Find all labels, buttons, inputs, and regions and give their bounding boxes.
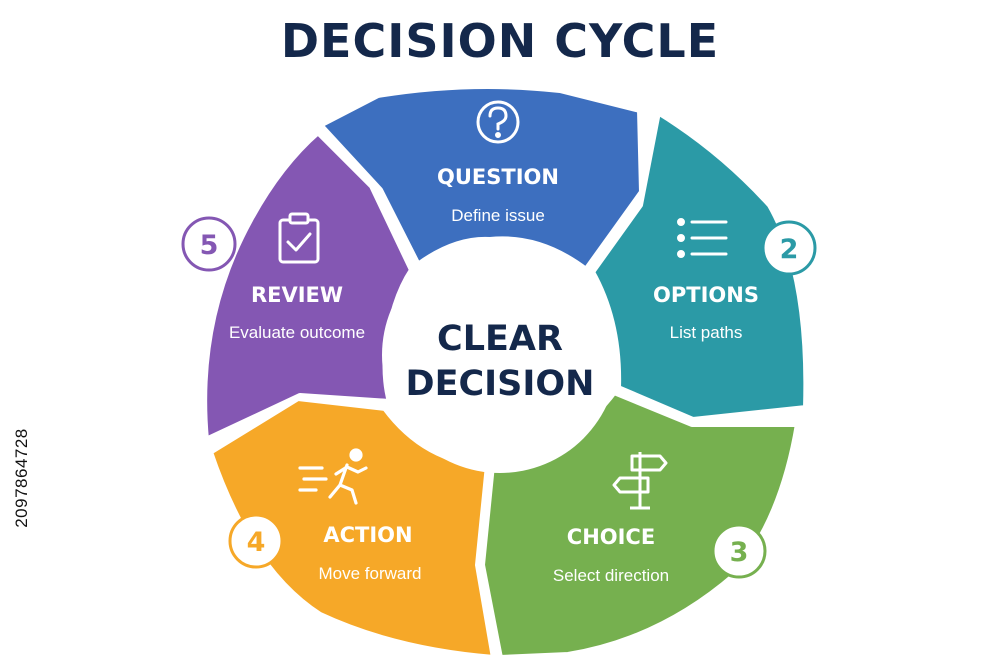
step-number-badge-choice: 3 bbox=[711, 523, 767, 579]
step-choice: CHOICE Select direction 3 bbox=[553, 452, 767, 585]
center-circle bbox=[382, 237, 618, 473]
step-number-badge-action: 4 bbox=[228, 513, 284, 569]
step-label-question: QUESTION bbox=[437, 165, 559, 189]
stock-image-id: 2097864728 bbox=[12, 428, 31, 528]
step-label-review: REVIEW bbox=[251, 283, 343, 307]
step-desc-options: List paths bbox=[670, 323, 743, 342]
step-label-choice: CHOICE bbox=[567, 525, 655, 549]
step-action: ACTION Move forward 4 bbox=[228, 448, 422, 583]
page-title: DECISION CYCLE bbox=[280, 14, 720, 68]
step-number-options: 2 bbox=[780, 234, 799, 265]
step-desc-action: Move forward bbox=[319, 564, 422, 583]
step-desc-question: Define issue bbox=[451, 206, 545, 225]
center-line-1: CLEAR bbox=[437, 319, 563, 359]
center-line-2: DECISION bbox=[406, 364, 595, 404]
running-person-icon bbox=[298, 448, 368, 505]
question-circle-icon bbox=[476, 100, 520, 144]
step-desc-choice: Select direction bbox=[553, 566, 669, 585]
step-label-action: ACTION bbox=[323, 523, 412, 547]
segment-question bbox=[317, 83, 645, 273]
step-review: REVIEW Evaluate outcome 5 bbox=[181, 212, 365, 342]
list-icon bbox=[677, 218, 728, 258]
step-number-action: 4 bbox=[247, 527, 266, 558]
step-number-badge-review: 5 bbox=[181, 216, 237, 272]
step-number-choice: 3 bbox=[730, 537, 749, 568]
signpost-icon bbox=[612, 452, 668, 510]
step-number-badge-options: 2 bbox=[761, 220, 817, 276]
step-options: OPTIONS List paths 2 bbox=[653, 218, 817, 342]
step-label-options: OPTIONS bbox=[653, 283, 759, 307]
step-number-review: 5 bbox=[200, 230, 219, 261]
step-question: QUESTION Define issue bbox=[437, 100, 559, 225]
clipboard-check-icon bbox=[278, 212, 320, 264]
step-desc-review: Evaluate outcome bbox=[229, 323, 365, 342]
